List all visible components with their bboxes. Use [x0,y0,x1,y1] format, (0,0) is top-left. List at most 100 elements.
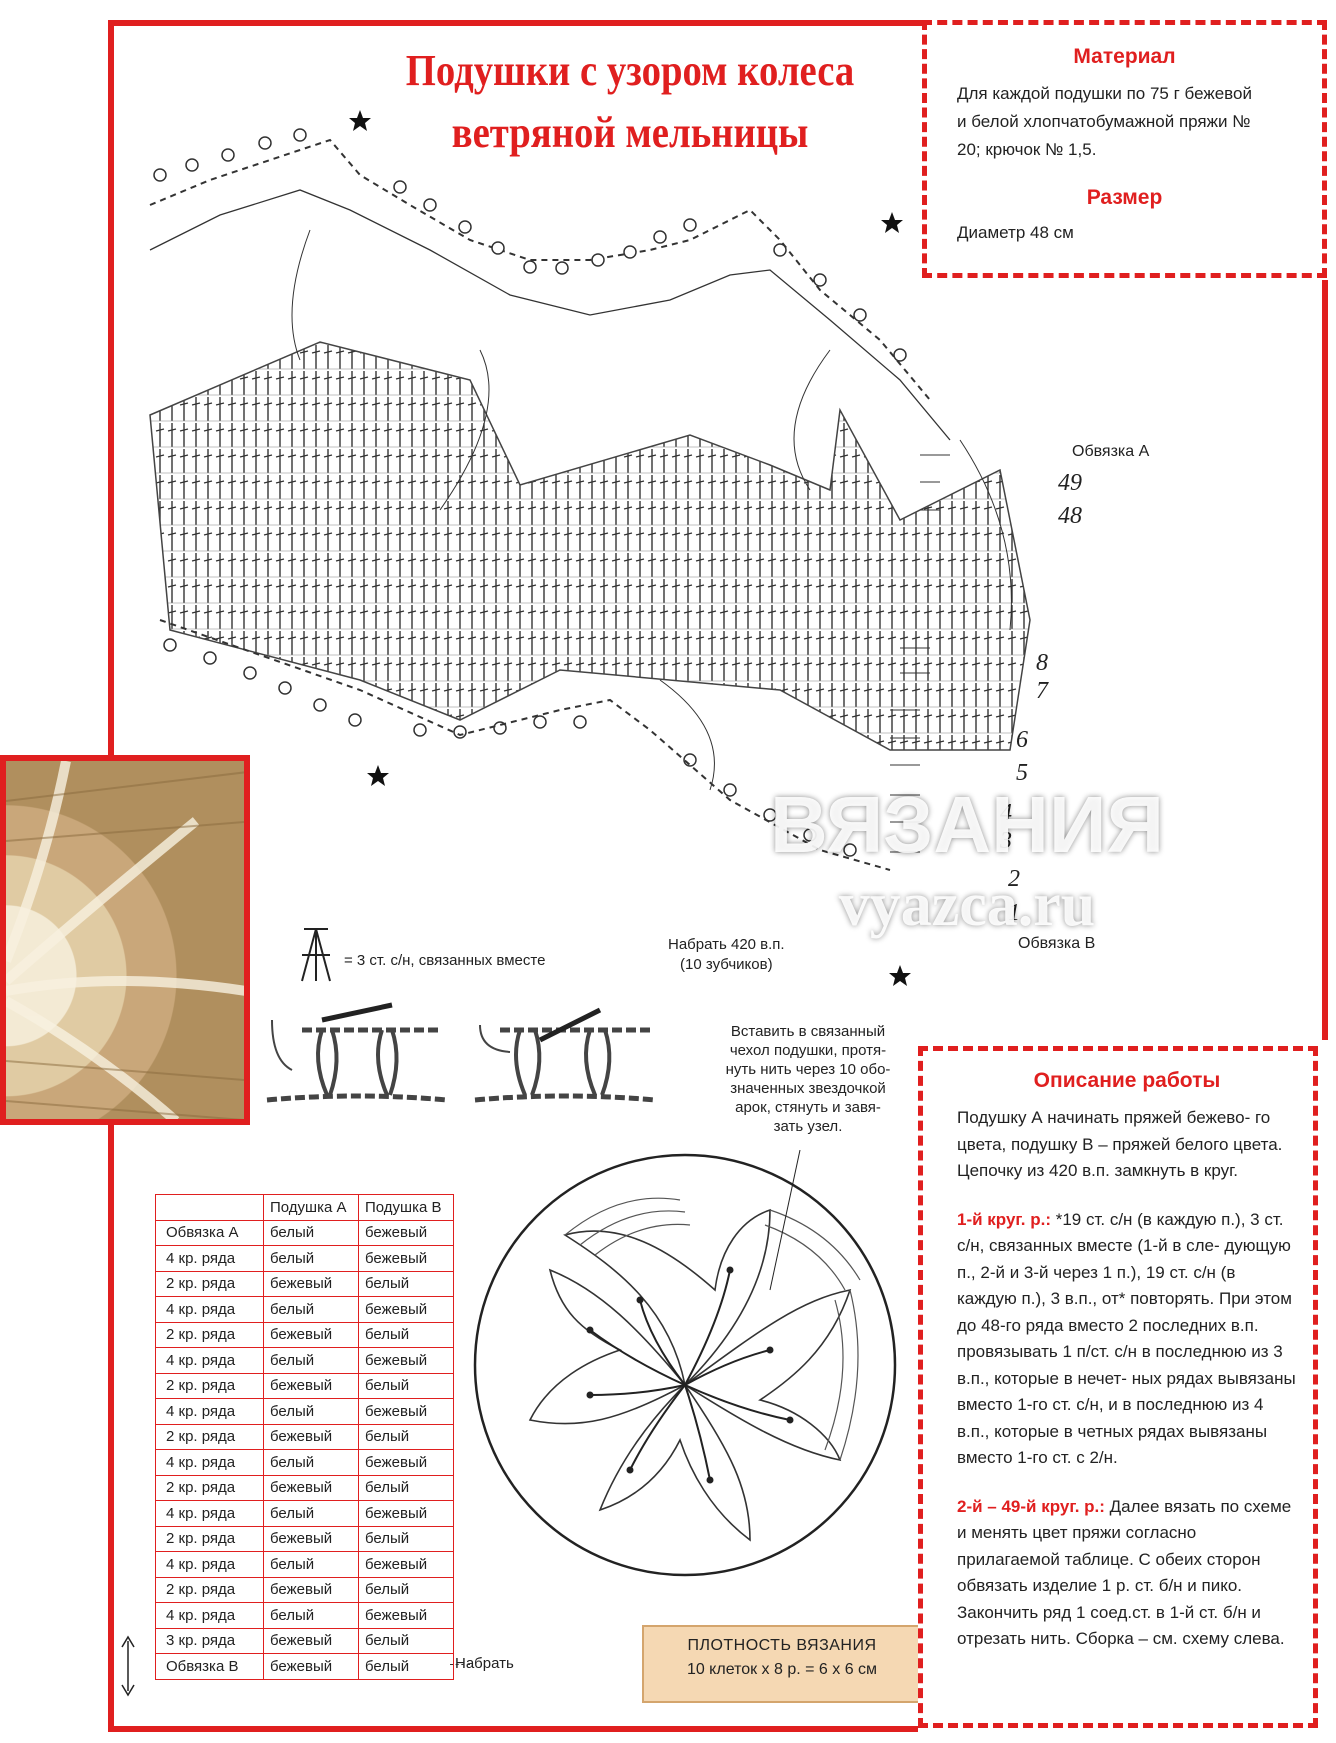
assembly-note: Вставить в связанный чехол подушки, прот… [718,1022,898,1136]
stitch-illustration-2 [474,1007,656,1103]
material-line-1: Для каждой подушки по 75 г бежевой [957,84,1252,103]
table-cell-section: 2 кр. ряда [155,1423,264,1450]
row-number-6: 6 [1016,727,1028,753]
table-cell-pillow-b: белый [358,1627,454,1654]
round-1-label: 1-й круг. р.: [957,1209,1052,1229]
table-header-pillow-b: Подушка В [358,1194,454,1221]
label-obvyazka-b: Обвязка В [1018,935,1096,952]
assembly-note-line-3: нуть нить через 10 обо- [725,1061,891,1078]
table-cell-pillow-a: белый [263,1219,359,1246]
table-cell-pillow-b: бежевый [358,1398,454,1425]
table-cell-section: 4 кр. ряда [155,1398,264,1425]
table-cell-pillow-a: белый [263,1347,359,1374]
table-cell-section: 2 кр. ряда [155,1270,264,1297]
label-obvyazka-a: Обвязка А [1072,443,1150,460]
size-text: Диаметр 48 см [957,223,1074,242]
frame-bottom-line [108,1726,918,1732]
assembly-note-line-1: Вставить в связанный [730,1023,886,1040]
table-cell-pillow-a: бежевый [263,1372,359,1399]
table-cell-pillow-b: бежевый [358,1602,454,1629]
legend-symbol-text: = 3 ст. с/н, связанных вместе [344,952,546,969]
frame-right-line [1322,280,1328,1040]
stitch-illustration-1 [266,1002,448,1103]
description-box: Описание работы Подушку А начинать пряже… [918,1046,1318,1728]
gauge-text: 10 клеток х 8 р. = 6 х 6 см [686,1661,878,1678]
table-cell-pillow-a: бежевый [263,1270,359,1297]
row-number-1: 1 [1008,900,1020,926]
material-heading: Материал [1073,45,1176,68]
frame-top-line [108,20,928,26]
table-cell-pillow-b: белый [358,1321,454,1348]
table-cell-pillow-a: бежевый [263,1423,359,1450]
row-number-4: 4 [1000,800,1012,826]
table-cell-section: 4 кр. ряда [155,1245,264,1272]
row-number-2: 2 [1008,866,1020,892]
material-line-2: и белой хлопчатобумажной пряжи № [957,112,1251,131]
title-line-1: Подушки с узором колеса [405,46,855,95]
row-number-8: 8 [1036,650,1048,676]
crochet-chart-diagram [149,110,1031,986]
table-cell-section: 4 кр. ряда [155,1449,264,1476]
material-box: Материал Для каждой подушки по 75 г беже… [922,20,1327,278]
table-cell-pillow-b: белый [358,1525,454,1552]
row-number-5: 5 [1016,760,1028,786]
pillow-photo [0,755,250,1125]
page-title: Подушки с узором колеса ветряной мельниц… [392,40,867,164]
table-cell-pillow-a: бежевый [263,1474,359,1501]
gauge-heading: ПЛОТНОСТЬ ВЯЗАНИЯ [687,1637,877,1654]
title-line-2: ветряной мельницы [451,108,809,157]
table-cell-section: 4 кр. ряда [155,1500,264,1527]
dec-3-together-symbol [301,928,331,982]
round-2-49-text: Далее вязать по схеме и менять цвет пряж… [957,1496,1292,1649]
table-cell-pillow-b: бежевый [358,1245,454,1272]
description-round-2-49: 2-й – 49-й круг. р.: Далее вязать по схе… [957,1494,1297,1653]
table-header-empty [155,1194,264,1221]
table-cell-pillow-a: бежевый [263,1576,359,1603]
cast-on-line-2: (10 зубчиков) [680,956,773,973]
table-cell-pillow-b: белый [358,1653,454,1680]
table-cell-pillow-b: бежевый [358,1219,454,1246]
description-heading: Описание работы [1033,1069,1221,1092]
round-2-49-label: 2-й – 49-й круг. р.: [957,1496,1105,1516]
table-cell-pillow-b: белый [358,1372,454,1399]
table-header-pillow-a: Подушка А [263,1194,359,1221]
table-cell-pillow-b: белый [358,1423,454,1450]
table-cell-section: 4 кр. ряда [155,1602,264,1629]
table-cell-pillow-a: белый [263,1500,359,1527]
table-cell-section: 2 кр. ряда [155,1576,264,1603]
table-cell-pillow-a: белый [263,1551,359,1578]
gauge-box: ПЛОТНОСТЬ ВЯЗАНИЯ 10 клеток х 8 р. = 6 х… [642,1625,922,1703]
table-cell-pillow-a: бежевый [263,1653,359,1680]
assembly-note-line-6: зать узел. [773,1118,843,1135]
description-round-1: 1-й круг. р.: *19 ст. с/н (в каждую п.),… [957,1207,1297,1472]
table-cell-pillow-a: белый [263,1449,359,1476]
table-cell-pillow-b: белый [358,1576,454,1603]
table-cell-pillow-b: бежевый [358,1347,454,1374]
table-cell-pillow-a: бежевый [263,1321,359,1348]
table-cell-pillow-a: бежевый [263,1525,359,1552]
table-cell-section: Обвязка В [155,1653,264,1680]
frame-left-line-lower [108,1120,114,1732]
table-cell-section: 2 кр. ряда [155,1372,264,1399]
row-number-48: 48 [1058,503,1082,529]
table-cell-section: 3 кр. ряда [155,1627,264,1654]
table-cell-section: 4 кр. ряда [155,1347,264,1374]
start-label: Набрать [455,1655,514,1672]
table-cell-section: 4 кр. ряда [155,1296,264,1323]
round-1-text: *19 ст. с/н (в каждую п.), 3 ст. с/н, св… [957,1209,1296,1468]
table-header-row: Подушка А Подушка В [155,1194,454,1221]
